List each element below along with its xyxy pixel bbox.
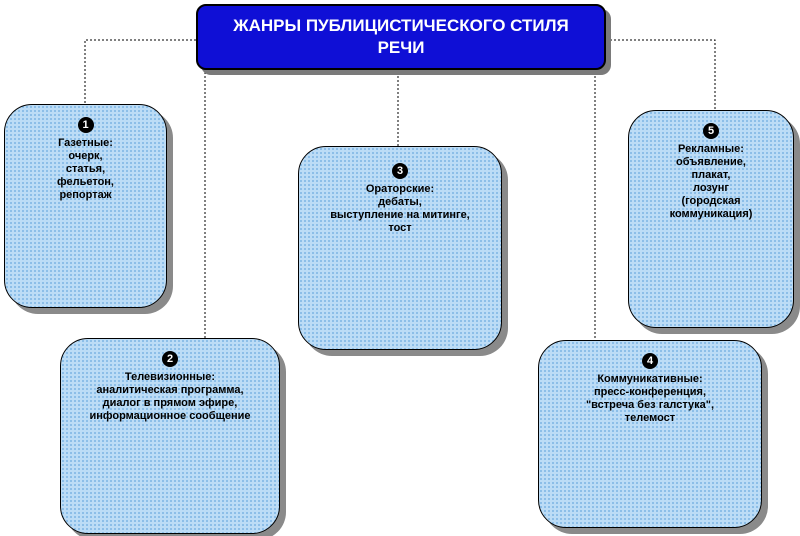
genre-node-newspaper: 1 Газетные: очерк, статья, фельетон, реп… (4, 104, 167, 308)
node-heading: Ораторские: (365, 183, 435, 195)
node-item: тост (388, 222, 412, 234)
connector-node-1 (84, 39, 196, 104)
node-item: диалог в прямом эфире, (102, 397, 238, 409)
node-item: пресс-конференция, (593, 386, 707, 398)
node-number-badge: 1 (77, 117, 94, 133)
node-item: коммуникация) (669, 208, 753, 220)
node-number-badge: 2 (162, 351, 178, 367)
node-number-badge: 5 (703, 123, 719, 139)
node-item: плакат, (691, 169, 731, 181)
node-number-badge: 4 (642, 353, 658, 369)
node-item: "встреча без галстука", (585, 399, 715, 411)
node-item: очерк, (68, 150, 103, 162)
node-item: объявление, (676, 156, 746, 168)
diagram-title-text: ЖАНРЫ ПУБЛИЦИСТИЧЕСКОГО СТИЛЯ РЕЧИ (233, 16, 569, 57)
genre-node-oratory: 3 Ораторские: дебаты, выступление на мит… (298, 146, 502, 350)
genre-node-communicative: 4 Коммуникативные: пресс-конференция, "в… (538, 340, 762, 528)
node-item: фельетон, (57, 176, 114, 188)
diagram-title: ЖАНРЫ ПУБЛИЦИСТИЧЕСКОГО СТИЛЯ РЕЧИ (196, 4, 606, 70)
node-item: репортаж (59, 189, 112, 201)
node-item: дебаты, (378, 196, 422, 208)
node-heading: Газетные: (58, 137, 113, 149)
node-item: статья, (65, 163, 106, 175)
node-heading: Телевизионные: (124, 371, 216, 383)
node-heading: Коммуникативные: (597, 373, 703, 385)
node-item: лозунг (693, 182, 729, 194)
node-item: телемост (624, 412, 676, 424)
node-item: аналитическая программа, (96, 384, 244, 396)
genre-node-advertising: 5 Рекламные: объявление, плакат, лозунг … (628, 110, 794, 328)
node-item: информационное сообщение (89, 410, 251, 422)
node-heading: Рекламные: (678, 143, 744, 155)
node-number-badge: 3 (392, 163, 408, 179)
node-item: (городская (681, 195, 741, 207)
connector-node-5 (606, 39, 716, 110)
genre-node-television: 2 Телевизионные: аналитическая программа… (60, 338, 280, 534)
node-item: выступление на митинге, (330, 209, 470, 221)
